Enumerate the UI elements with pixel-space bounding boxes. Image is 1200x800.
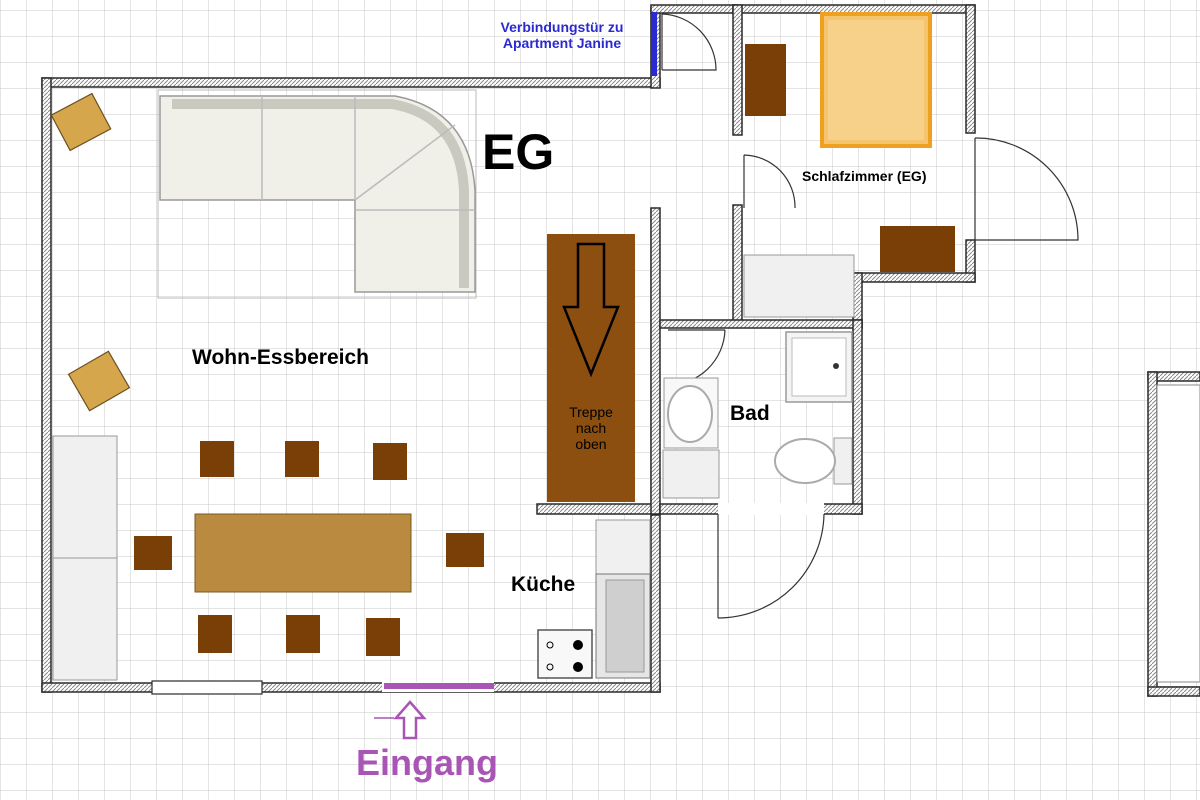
entrance-arrow-icon [393,700,427,740]
door-opening-bath [718,503,824,515]
wall-main-bottom [41,682,661,693]
wall-bath-right [852,319,863,515]
stairs-label-line3: oben [575,436,607,453]
stove-burner-4 [546,663,554,671]
doors [651,12,1079,619]
wall-corridor-top [650,4,738,14]
stove-burner-3 [546,641,554,649]
stove-burner-1 [573,640,583,650]
floor-label: EG [482,124,555,180]
door-arc-connecting [661,13,717,71]
bedroom-dresser [880,226,955,272]
stairs-label-line2: nach [575,420,607,437]
stair-down-arrow-icon [562,242,620,378]
entrance-marker [384,683,494,689]
bath-cabinet-left [662,449,720,499]
right-fragment-inner [1156,384,1200,683]
room-label-bathroom: Bad [730,402,770,425]
sofa-seam-3 [354,124,456,201]
side-table-middle [67,350,131,412]
wall-right-fragment-left [1147,371,1158,697]
room-label-living-dining: Wohn-Essbereich [192,346,369,369]
wall-corridor-left [650,207,661,515]
wall-bed-left [732,4,743,136]
chair-bottom-1 [198,615,232,653]
dining-table [194,513,412,593]
connecting-door-label-line1: Verbindungstür zu [500,19,624,35]
staircase [547,234,635,502]
chair-right [446,533,484,567]
wall-bed-top [732,4,976,14]
bed-inner [828,20,924,140]
sofa-back [172,99,469,288]
chair-top-2 [285,441,319,477]
wall-kitchen-right [650,514,661,693]
room-label-bedroom: Schlafzimmer (EG) [802,168,927,184]
connecting-door-label: Verbindungstür zu Apartment Janine [478,19,646,51]
wall-bath-top [659,319,863,329]
bedroom-wardrobe [745,44,786,116]
stove [537,629,593,679]
wall-bed-left-lower [732,204,743,326]
wall-bed-bottom [852,272,976,283]
wall-stair-bottom [536,503,661,515]
stairs-label: Treppe nach oben [548,404,634,452]
sofa-rug [157,89,477,299]
chair-top-1 [200,441,234,477]
kitchen-counter [595,519,651,575]
door-arc-bedroom-inner [743,154,796,209]
bedroom-cabinet [743,254,855,318]
connecting-door-label-line2: Apartment Janine [502,35,622,52]
chair-top-3 [373,443,407,480]
shower-drain [833,363,839,369]
side-table-top [50,92,112,152]
toilet-bowl [774,438,836,484]
walls [41,4,1200,697]
stove-burner-2 [573,662,583,672]
door-arc-bedroom-outer [974,137,1079,241]
window-bottom [151,680,263,695]
sofa-body [159,95,476,293]
connecting-door-marker [651,12,657,76]
wall-bed-right-upper [965,4,976,134]
wall-main-left [41,77,52,693]
cabinet-left-lower [52,557,118,681]
sink-bowl [667,385,713,443]
toilet-tank [833,437,853,485]
stairs-label-line1: Treppe [569,404,613,420]
cabinet-left-upper [52,435,118,559]
room-label-kitchen: Küche [511,573,576,596]
chair-left [134,536,172,570]
chair-bottom-2 [286,615,320,653]
wall-main-top [41,77,661,88]
chair-bottom-3 [366,618,400,656]
door-arc-front [717,513,825,619]
entrance-label: Eingang [356,742,498,783]
corner-sofa [157,89,477,299]
wall-right-fragment-bottom [1147,686,1200,697]
fridge-inner [605,579,645,673]
